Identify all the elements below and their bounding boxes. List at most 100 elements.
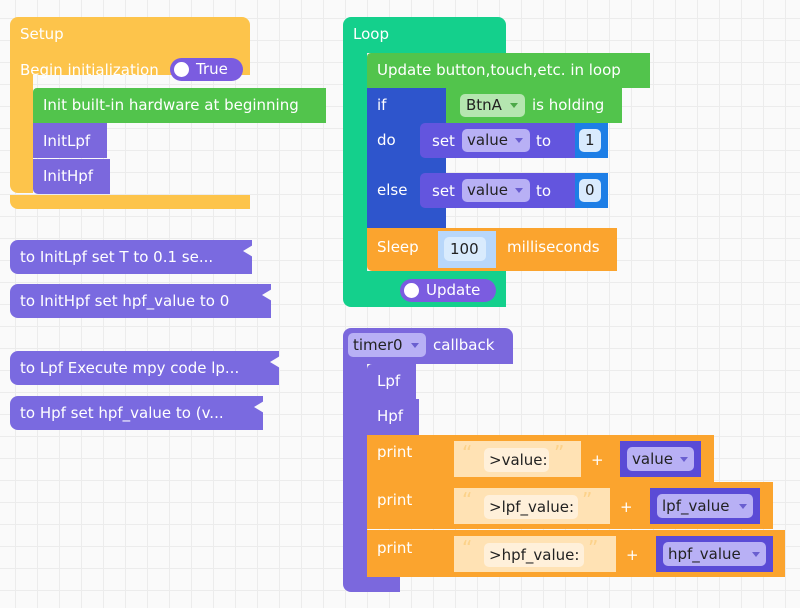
variable-value: value (632, 450, 673, 468)
string-value: >value: (489, 451, 548, 469)
variable-block[interactable]: hpf_value (656, 536, 773, 572)
button-dropdown[interactable]: BtnA (460, 94, 525, 117)
call-hpf-block[interactable] (367, 399, 419, 435)
call-lpf-block[interactable] (367, 364, 416, 399)
number-block-do[interactable]: 1 (575, 123, 608, 158)
function-lpf-label: to Lpf Execute mpy code lp... (20, 359, 240, 377)
sleep-label: Sleep (377, 238, 419, 256)
close-quote-icon: ” (588, 536, 599, 560)
toggle-knob (174, 62, 189, 77)
function-hpf[interactable] (10, 396, 263, 430)
timer-dropdown-value: timer0 (353, 336, 403, 354)
begin-init-label: Begin initialization (20, 61, 159, 79)
call-lpf-label: Lpf (377, 372, 401, 390)
variable-dropdown[interactable]: hpf_value (663, 542, 766, 566)
number-block-else[interactable]: 0 (575, 173, 608, 208)
number-field-else[interactable]: 0 (579, 179, 601, 202)
string-value: >lpf_value: (489, 498, 575, 516)
loop-block[interactable] (343, 17, 506, 53)
print-label: print (377, 491, 413, 509)
to-label: to (536, 182, 552, 200)
timer-dropdown[interactable]: timer0 (348, 333, 426, 357)
else-label: else (377, 181, 408, 199)
variable-dropdown[interactable]: value (627, 447, 694, 471)
variable-block[interactable]: value (620, 441, 701, 477)
set-label: set (432, 132, 455, 150)
chevron-down-icon (752, 552, 760, 557)
plus-operator: + (620, 498, 633, 516)
string-field[interactable]: >lpf_value: (484, 495, 578, 519)
init-hardware-block[interactable] (33, 88, 326, 123)
string-field[interactable]: >value: (484, 448, 549, 472)
fn-notch (243, 245, 253, 257)
condition-label: is holding (532, 96, 605, 114)
chevron-down-icon (515, 138, 523, 143)
loop-block-left (343, 53, 367, 273)
print-label: print (377, 539, 413, 557)
toggle-knob (404, 283, 419, 298)
chevron-down-icon (680, 457, 688, 462)
variable-block[interactable]: lpf_value (650, 488, 760, 524)
function-inithpf-label: to InitHpf set hpf_value to 0 (20, 292, 230, 310)
update-inputs-block[interactable] (367, 53, 650, 88)
chevron-down-icon (739, 504, 747, 509)
call-inithpf-label: InitHpf (43, 167, 94, 185)
number-value-else: 0 (585, 181, 595, 199)
call-inithpf-block[interactable] (33, 159, 110, 194)
open-quote-icon: “ (462, 441, 473, 465)
do-label: do (377, 131, 396, 149)
function-hpf-label: to Hpf set hpf_value to (v... (20, 404, 224, 422)
fn-notch (262, 289, 272, 301)
var-dropdown-else[interactable]: value (462, 179, 530, 202)
setup-block-bottom (10, 195, 250, 209)
if-label: if (377, 96, 387, 114)
number-field-do[interactable]: 1 (579, 129, 601, 152)
var-dropdown-value: value (467, 181, 508, 199)
update-toggle[interactable]: Update (400, 279, 496, 302)
call-initlpf-block[interactable] (33, 123, 107, 158)
update-inputs-label: Update button,touch,etc. in loop (377, 61, 621, 79)
loop-title: Loop (353, 25, 389, 43)
variable-value: hpf_value (668, 545, 741, 563)
fn-notch (254, 401, 264, 413)
chevron-down-icon (510, 103, 518, 108)
call-initlpf-label: InitLpf (43, 132, 91, 150)
var-dropdown-value: value (467, 131, 508, 149)
print-label: print (377, 443, 413, 461)
timer-callback-left (343, 364, 367, 574)
string-value: >hpf_value: (489, 546, 580, 564)
string-block[interactable]: “ >lpf_value: ” (454, 488, 610, 524)
callback-label: callback (433, 336, 495, 354)
begin-init-toggle[interactable]: True (170, 58, 243, 81)
string-field[interactable]: >hpf_value: (484, 543, 584, 567)
sleep-number-value: 100 (450, 240, 479, 258)
sleep-number-block[interactable]: 100 (438, 231, 496, 268)
variable-dropdown[interactable]: lpf_value (657, 494, 753, 518)
function-initlpf-label: to InitLpf set T to 0.1 se... (20, 248, 214, 266)
function-initlpf[interactable] (10, 240, 252, 274)
number-value-do: 1 (585, 131, 595, 149)
string-block[interactable]: “ >hpf_value: ” (454, 536, 616, 572)
close-quote-icon: ” (554, 441, 565, 465)
string-block[interactable]: “ >value: ” (454, 441, 581, 477)
setup-title: Setup (20, 25, 64, 43)
function-lpf[interactable] (10, 351, 279, 385)
plus-operator: + (591, 451, 604, 469)
plus-operator: + (626, 546, 639, 564)
setup-block-left (10, 75, 33, 193)
toggle-value: True (196, 60, 228, 78)
if-else-connector-1 (420, 158, 446, 172)
button-dropdown-value: BtnA (466, 96, 502, 114)
sleep-number-field[interactable]: 100 (444, 237, 486, 261)
fn-notch (270, 356, 280, 368)
variable-value: lpf_value (662, 497, 730, 515)
close-quote-icon: ” (582, 488, 593, 512)
call-hpf-label: Hpf (377, 407, 404, 425)
update-toggle-label: Update (426, 281, 481, 299)
open-quote-icon: “ (462, 536, 473, 560)
chevron-down-icon (515, 188, 523, 193)
var-dropdown-do[interactable]: value (462, 129, 530, 152)
to-label: to (536, 132, 552, 150)
open-quote-icon: “ (462, 488, 473, 512)
function-inithpf[interactable] (10, 284, 271, 318)
